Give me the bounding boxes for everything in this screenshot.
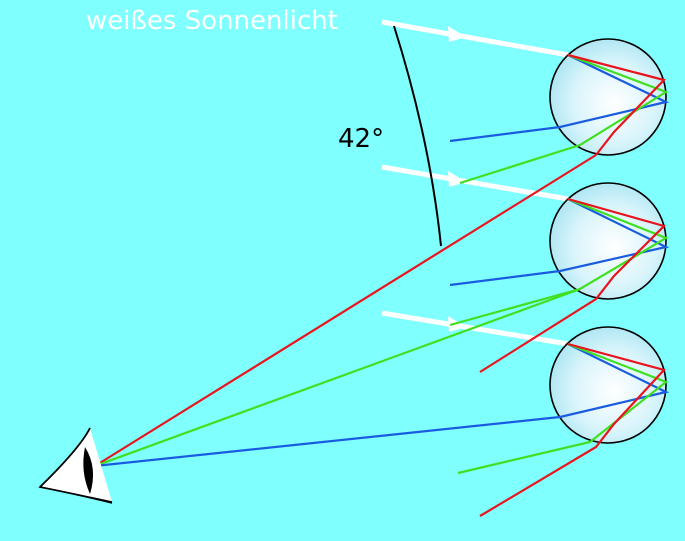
blue-ray-to-eye — [94, 415, 561, 468]
droplet-2-rays — [449, 197, 670, 373]
angle-label: 42° — [338, 124, 385, 154]
droplets — [549, 38, 667, 444]
green-ray — [449, 197, 669, 327]
sunlight-label: weißes Sonnenlicht — [86, 6, 338, 36]
blue-ray — [449, 54, 670, 143]
raindrop-icon — [549, 38, 667, 156]
red-ray — [479, 197, 667, 373]
red-ray-to-eye — [94, 154, 597, 467]
red-ray — [567, 53, 667, 156]
arrow-right-icon — [448, 26, 466, 42]
blue-ray — [559, 343, 670, 419]
rays-to-eye — [94, 154, 597, 468]
raindrop-icon — [549, 326, 667, 444]
green-ray — [459, 53, 669, 185]
sun-ray-2 — [381, 164, 569, 202]
droplet-1-rays — [449, 53, 670, 185]
sun-ray-1 — [381, 19, 569, 58]
sunlight-rays — [381, 19, 569, 347]
green-ray-to-eye — [94, 287, 581, 468]
sun-ray-3 — [381, 310, 569, 347]
green-ray — [457, 342, 669, 475]
raindrop-icon — [549, 182, 667, 300]
eye-icon — [38, 427, 113, 504]
droplet-3-rays — [457, 342, 670, 517]
blue-ray — [449, 198, 670, 287]
red-ray — [479, 342, 667, 517]
angle-arc — [393, 25, 442, 247]
